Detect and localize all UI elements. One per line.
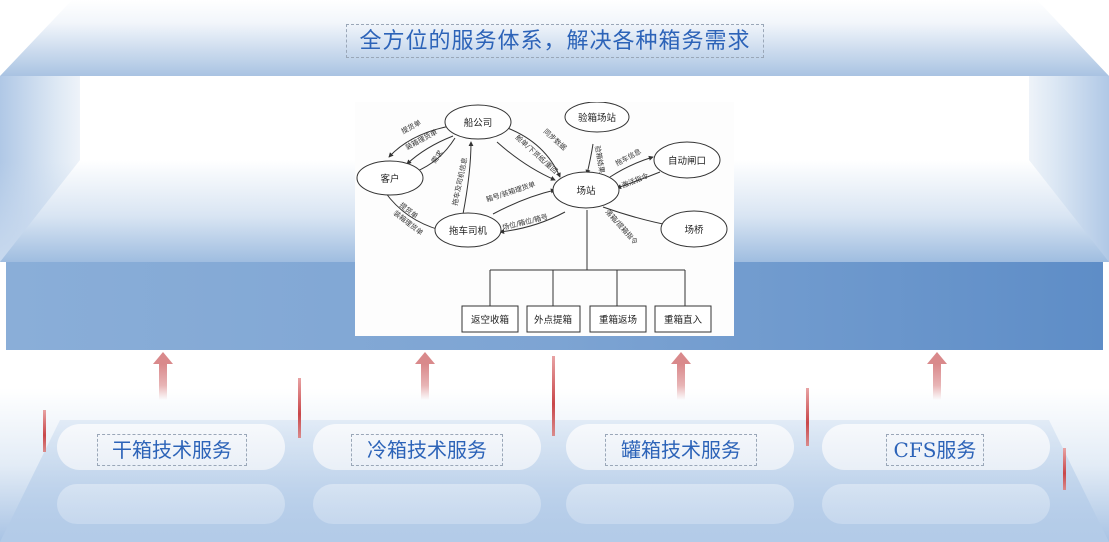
leaf-box-4 [654,305,712,333]
edge-label-box-no: 箱号/装箱理货单 [485,179,537,203]
service-tank: 罐箱技术服务 [605,434,757,466]
edge-label-bill: 提货单 [400,118,423,136]
node-label-truck-driver: 拖车司机 [449,225,488,237]
edge-label-demand: 需求 [429,149,444,166]
service-pill-reflection [566,484,794,524]
up-arrow-icon [415,352,435,402]
leaf-box-2 [526,305,581,333]
node-label-shipping-company: 船公司 [464,117,493,129]
node-auto-gate [653,141,721,179]
up-arrow-icon [153,352,173,402]
leaf-box-3 [589,305,647,333]
up-arrow-icon [927,352,947,402]
service-pill-reflection [313,484,541,524]
node-label-yard: 场站 [576,185,596,197]
node-label-auto-gate: 自动闸口 [668,155,706,167]
service-dry-box: 干箱技术服务 [97,434,247,466]
node-inspection-yard [564,102,630,133]
service-pill [57,424,285,470]
process-diagram: 船公司 验箱场站 客户 场站 自动闸口 拖车司机 场桥 返空收箱 外点提箱 重箱… [355,102,734,336]
node-yard [552,171,620,209]
leaf-label-2: 外点提箱 [534,314,572,326]
decor-line [298,378,301,438]
node-customer [356,160,424,196]
decor-line [552,356,555,436]
node-label-weighbridge: 场桥 [684,224,704,236]
decor-line [43,410,46,452]
leaf-label-4: 重箱直入 [664,314,703,326]
box-roof [0,0,1109,76]
service-cfs: CFS服务 [886,434,984,466]
page-title: 全方位的服务体系，解决各种箱务需求 [346,24,764,58]
edge-label-activate: 激活指令 [620,171,649,190]
edge-label-tow-info: 拖车及司机信息 [450,157,469,207]
node-shipping-company [444,104,512,140]
node-label-customer: 客户 [380,173,399,185]
diagram-svg: 船公司 验箱场站 客户 场站 自动闸口 拖车司机 场桥 返空收箱 外点提箱 重箱… [356,102,728,333]
decor-line [1063,448,1066,490]
decor-line [806,388,809,446]
node-truck-driver [434,212,502,248]
service-pill-reflection [822,484,1050,524]
up-arrow-icon [671,352,691,402]
node-label-inspection-yard: 验箱场站 [578,112,617,124]
leaf-box-1 [461,305,519,333]
edge-label-tow-info2: 拖车信息 [614,147,643,168]
service-pill [822,424,1050,470]
edge-label-inspect: 验箱结果 [593,145,607,174]
leaf-label-1: 返空收箱 [471,314,509,326]
edge-label-sync: 同步数据 [542,127,569,152]
service-reefer: 冷箱技术服务 [351,434,503,466]
edge-label-pos: 场位/箱位/箱号 [501,212,549,232]
service-pill-reflection [57,484,285,524]
leaf-label-3: 重箱返场 [599,314,637,326]
node-weighbridge [660,210,728,248]
